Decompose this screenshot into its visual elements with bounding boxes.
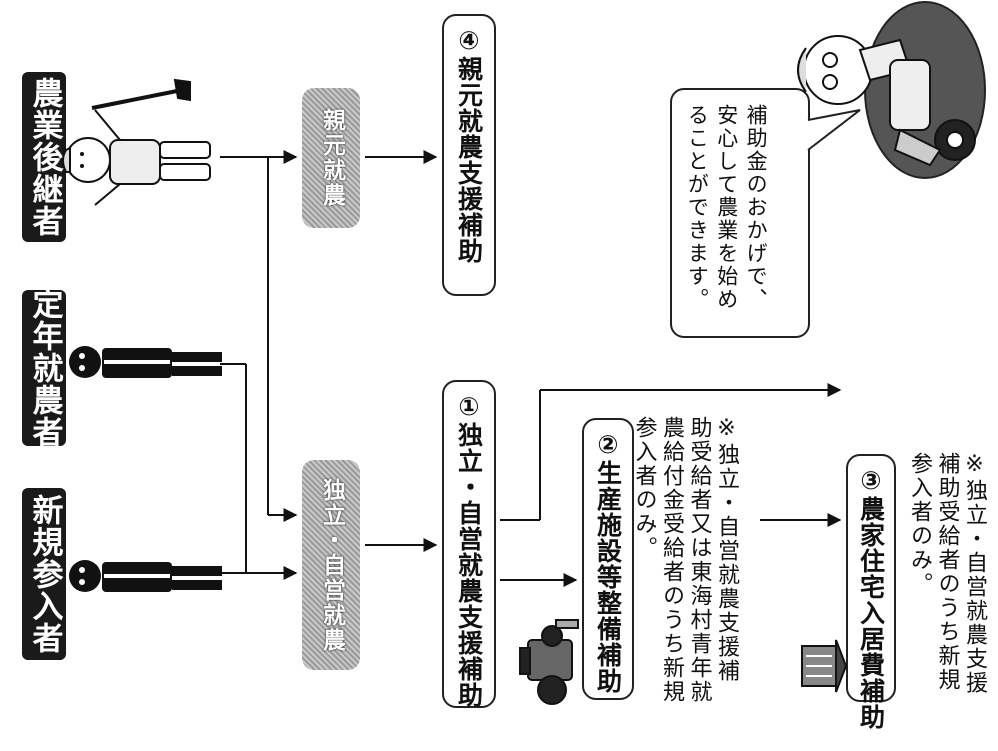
diagram: 新規参入者 定年就農者 農業後継者 <box>0 0 998 751</box>
mascot-icon <box>0 0 998 751</box>
